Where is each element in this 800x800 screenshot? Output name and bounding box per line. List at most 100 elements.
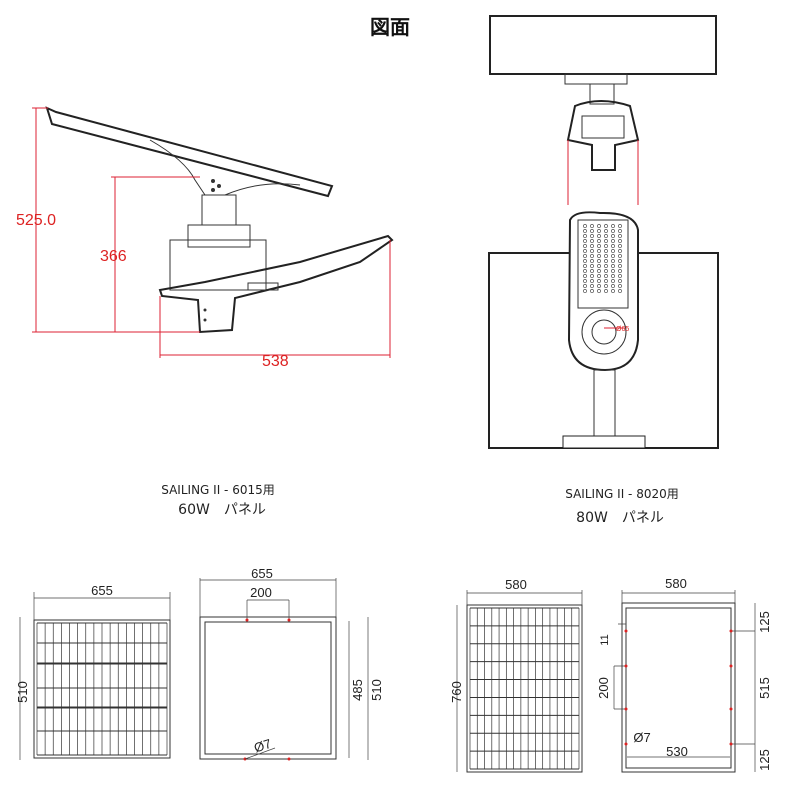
dim-80w-bottom-offset: 125 (757, 749, 772, 771)
dim-60w-hole-diameter: Ø7 (252, 736, 273, 756)
led-icon (611, 249, 615, 253)
dim-80w-front-width: 580 (505, 577, 527, 592)
led-icon (604, 264, 608, 268)
led-icon (618, 284, 622, 288)
caption-panel-60w: 60W パネル (178, 502, 266, 518)
lamp-arm (158, 234, 394, 334)
led-icon (604, 244, 608, 248)
led-icon (618, 269, 622, 273)
led-icon (604, 279, 608, 283)
led-icon (604, 229, 608, 233)
led-icon (618, 224, 622, 228)
pole-mount-ring (581, 309, 627, 355)
led-icon (597, 244, 601, 248)
led-icon (597, 284, 601, 288)
led-module (577, 219, 629, 309)
led-icon (590, 259, 594, 263)
dim-60w-hole-spacing: 200 (250, 585, 272, 600)
led-icon (583, 239, 587, 243)
led-icon (618, 259, 622, 263)
front-view-drawing: Ø65 (488, 15, 719, 449)
led-icon (597, 289, 601, 293)
led-icon (618, 274, 622, 278)
panel-60w-front: 655 510 (15, 583, 171, 760)
lamp-head-top (566, 100, 640, 171)
led-icon (590, 254, 594, 258)
dim-60w-back-width: 655 (251, 566, 273, 581)
led-icon (583, 224, 587, 228)
led-icon (590, 279, 594, 283)
led-icon (604, 284, 608, 288)
dim-60w-front-height: 510 (15, 681, 30, 703)
led-icon (597, 259, 601, 263)
panel-60w-back: 655 200 485 510 Ø7 (199, 566, 384, 761)
led-icon (604, 274, 608, 278)
caption-panel-80w: 80W パネル (576, 510, 664, 526)
led-icon (604, 224, 608, 228)
led-icon (611, 264, 615, 268)
led-icon (597, 229, 601, 233)
led-icon (618, 234, 622, 238)
led-icon (597, 279, 601, 283)
led-icon (597, 249, 601, 253)
led-icon (611, 259, 615, 263)
side-view-drawing: 525.0 366 538 (16, 106, 394, 370)
led-icon (583, 269, 587, 273)
led-icon (618, 289, 622, 293)
led-icon (597, 254, 601, 258)
pole (593, 369, 616, 437)
dim-height-total: 525.0 (16, 212, 56, 229)
caption-model-6015: SAILING II - 6015用 (161, 483, 274, 497)
dim-80w-front-height: 760 (449, 681, 464, 703)
dim-80w-top-offset: 125 (757, 611, 772, 633)
led-icon (597, 274, 601, 278)
led-icon (611, 244, 615, 248)
led-icon (597, 234, 601, 238)
led-icon (618, 229, 622, 233)
battery-box (169, 239, 267, 291)
panel-front-edge (489, 15, 717, 75)
led-icon (604, 254, 608, 258)
led-icon (583, 289, 587, 293)
mount-block (201, 194, 237, 226)
pole-base (562, 435, 646, 449)
led-icon (618, 249, 622, 253)
dim-80w-hole-spacing: 200 (596, 677, 611, 699)
dim-60w-front-width: 655 (91, 583, 113, 598)
led-icon (611, 224, 615, 228)
panel-80w-front: 580 760 (449, 577, 583, 773)
led-icon (590, 284, 594, 288)
dim-60w-back-height: 510 (369, 679, 384, 701)
dim-length: 538 (262, 353, 289, 370)
caption-model-8020: SAILING II - 8020用 (565, 487, 678, 501)
page-title: 図面 (370, 15, 410, 39)
led-icon (583, 259, 587, 263)
led-icon (583, 279, 587, 283)
led-icon (590, 274, 594, 278)
dim-60w-inner-height: 485 (350, 679, 365, 701)
led-icon (583, 254, 587, 258)
panel-bracket (149, 139, 206, 196)
led-icon (583, 234, 587, 238)
led-icon (583, 249, 587, 253)
led-icon (618, 254, 622, 258)
led-icon (590, 249, 594, 253)
led-icon (590, 234, 594, 238)
led-icon (590, 229, 594, 233)
led-icon (604, 234, 608, 238)
led-icon (583, 274, 587, 278)
solar-panel-side (45, 106, 334, 198)
led-icon (590, 269, 594, 273)
led-icon (583, 244, 587, 248)
led-icon (583, 284, 587, 288)
led-icon (590, 264, 594, 268)
led-icon (611, 234, 615, 238)
led-icon (583, 229, 587, 233)
led-icon (611, 279, 615, 283)
led-icon (618, 244, 622, 248)
led-icon (611, 269, 615, 273)
led-icon (618, 264, 622, 268)
led-icon (604, 269, 608, 273)
led-icon (618, 279, 622, 283)
led-icon (604, 249, 608, 253)
